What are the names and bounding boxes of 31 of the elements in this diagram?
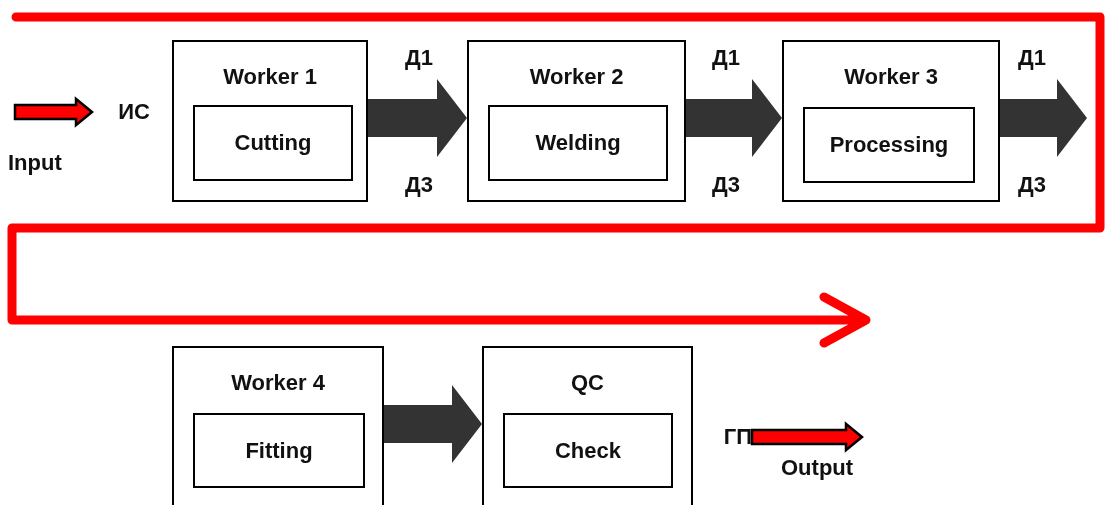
flow-label: Output — [781, 455, 854, 481]
box-title: Worker 1 — [222, 64, 318, 90]
worker-box — [482, 346, 693, 505]
flow-label: Д3 — [1018, 172, 1046, 198]
box-title: Worker 2 — [528, 64, 625, 90]
block-arrow — [368, 79, 467, 157]
worker-box — [172, 40, 368, 202]
flow-label: Д1 — [405, 45, 433, 71]
block-arrow — [750, 421, 864, 453]
block-arrow — [384, 385, 482, 463]
flow-label: ГП — [712, 425, 752, 449]
worker-box — [782, 40, 1000, 202]
block-arrow — [1000, 79, 1087, 157]
block-arrow — [13, 96, 94, 128]
worker-box — [172, 346, 384, 505]
worker-box — [467, 40, 686, 202]
flow-label: Д1 — [712, 45, 740, 71]
block-arrow — [686, 79, 782, 157]
box-title: QC — [570, 370, 605, 396]
task-box: Welding — [488, 105, 668, 181]
task-box: Cutting — [193, 105, 353, 181]
task-box: Processing — [803, 107, 975, 183]
task-box: Check — [503, 413, 673, 488]
flow-label: ИС — [92, 100, 150, 124]
task-box: Fitting — [193, 413, 365, 488]
flow-label: Д3 — [712, 172, 740, 198]
flow-label: Д3 — [405, 172, 433, 198]
box-title: Worker 4 — [230, 370, 326, 396]
flow-label: Input — [8, 150, 62, 176]
flow-label: Д1 — [1018, 45, 1046, 71]
box-title: Worker 3 — [843, 64, 939, 90]
